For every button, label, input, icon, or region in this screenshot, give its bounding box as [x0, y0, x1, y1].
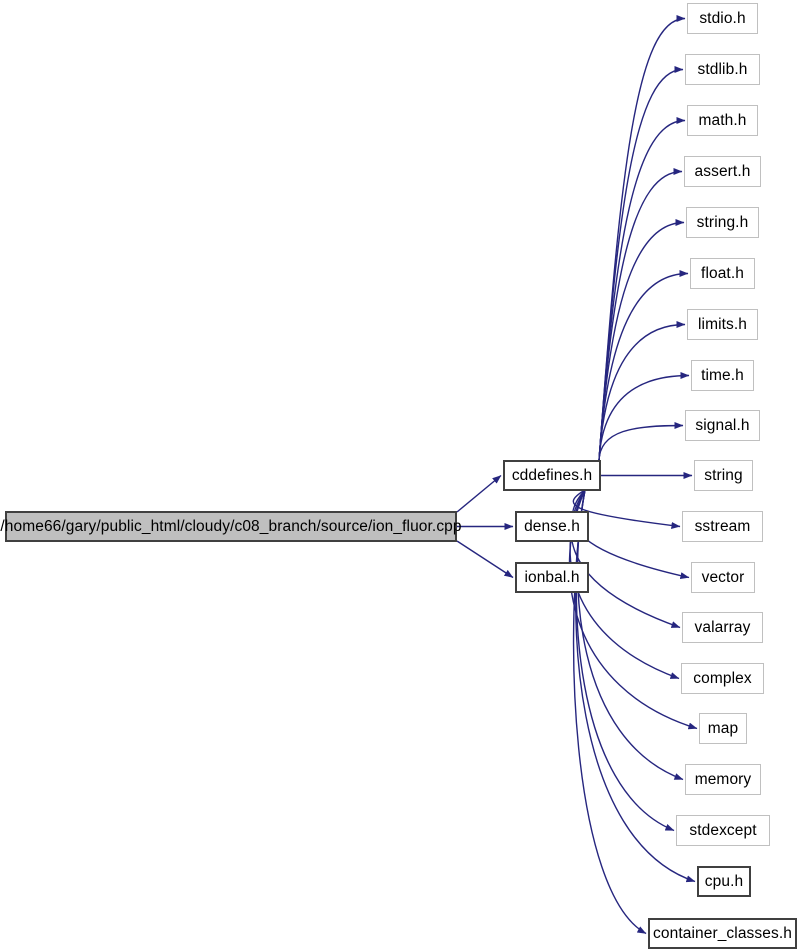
graph-edge-cddefines-to-container_classes: [572, 489, 647, 935]
graph-node-stdlib[interactable]: stdlib.h: [685, 54, 760, 85]
graph-node-label: cpu.h: [704, 872, 744, 890]
graph-node-label: float.h: [701, 264, 744, 282]
graph-node-label: dense.h: [524, 517, 580, 535]
graph-node-label: string.h: [696, 213, 749, 231]
graph-node-sstream[interactable]: sstream: [682, 511, 763, 542]
graph-node-float[interactable]: float.h: [690, 258, 755, 289]
graph-node-container_classes[interactable]: container_classes.h: [648, 918, 797, 949]
graph-edge-cddefines-to-math: [598, 117, 686, 462]
graph-node-label: cddefines.h: [511, 466, 593, 484]
graph-node-label: ionbal.h: [524, 568, 580, 586]
graph-edge-source-to-cddefines: [456, 474, 502, 513]
graph-node-label: assert.h: [694, 162, 751, 180]
graph-node-signal[interactable]: signal.h: [685, 410, 760, 441]
graph-node-label: valarray: [694, 618, 751, 636]
graph-edge-cddefines-to-limits: [598, 321, 686, 462]
graph-node-label: signal.h: [695, 416, 750, 434]
graph-edge-cddefines-to-assert: [598, 168, 683, 462]
graph-node-label: sstream: [694, 517, 751, 535]
graph-node-label: memory: [694, 770, 752, 788]
graph-node-complex[interactable]: complex: [681, 663, 764, 694]
graph-node-label: string: [704, 466, 743, 484]
graph-edge-cddefines-to-signal: [598, 422, 684, 462]
graph-node-map[interactable]: map: [699, 713, 747, 744]
graph-node-cddefines[interactable]: cddefines.h: [503, 460, 601, 491]
graph-node-string[interactable]: string: [694, 460, 753, 491]
graph-node-stdexcept[interactable]: stdexcept: [676, 815, 770, 846]
graph-edge-cddefines-to-time: [598, 372, 690, 462]
graph-node-vector[interactable]: vector: [691, 562, 755, 593]
graph-edge-cddefines-to-memory: [576, 489, 684, 781]
graph-node-source[interactable]: /home66/gary/public_html/cloudy/c08_bran…: [0, 511, 462, 542]
graph-edge-source-to-ionbal: [456, 540, 514, 579]
graph-edge-cddefines-to-float: [598, 270, 689, 462]
graph-edge-cddefines-to-vector: [571, 489, 690, 580]
graph-node-ionbal[interactable]: ionbal.h: [515, 562, 589, 593]
graph-node-cpu[interactable]: cpu.h: [697, 866, 751, 897]
graph-node-label: math.h: [698, 111, 747, 129]
graph-node-dense[interactable]: dense.h: [515, 511, 589, 542]
graph-node-label: vector: [701, 568, 745, 586]
graph-edge-cddefines-to-stdexcept: [575, 489, 675, 832]
graph-node-valarray[interactable]: valarray: [682, 612, 763, 643]
graph-node-assert[interactable]: assert.h: [684, 156, 761, 187]
graph-node-time[interactable]: time.h: [691, 360, 754, 391]
graph-node-label: stdexcept: [689, 821, 757, 839]
graph-node-label: stdio.h: [699, 9, 746, 27]
graph-edge-cddefines-to-sstream: [572, 489, 681, 529]
graph-edge-cddefines-to-stdlib: [598, 66, 684, 462]
graph-node-limits[interactable]: limits.h: [687, 309, 758, 340]
graph-node-stdio[interactable]: stdio.h: [687, 3, 758, 34]
graph-node-string_h[interactable]: string.h: [686, 207, 759, 238]
graph-edge-cddefines-to-stdio: [598, 15, 686, 462]
graph-node-label: /home66/gary/public_html/cloudy/c08_bran…: [0, 517, 462, 535]
graph-node-label: limits.h: [697, 315, 748, 333]
graph-node-memory[interactable]: memory: [685, 764, 761, 795]
graph-node-label: stdlib.h: [697, 60, 748, 78]
graph-node-label: container_classes.h: [653, 924, 792, 942]
graph-edge-cddefines-to-string_h: [598, 219, 685, 462]
graph-node-math[interactable]: math.h: [687, 105, 758, 136]
graph-node-label: map: [707, 719, 739, 737]
graph-node-label: time.h: [701, 366, 744, 384]
graph-node-label: complex: [693, 669, 752, 687]
